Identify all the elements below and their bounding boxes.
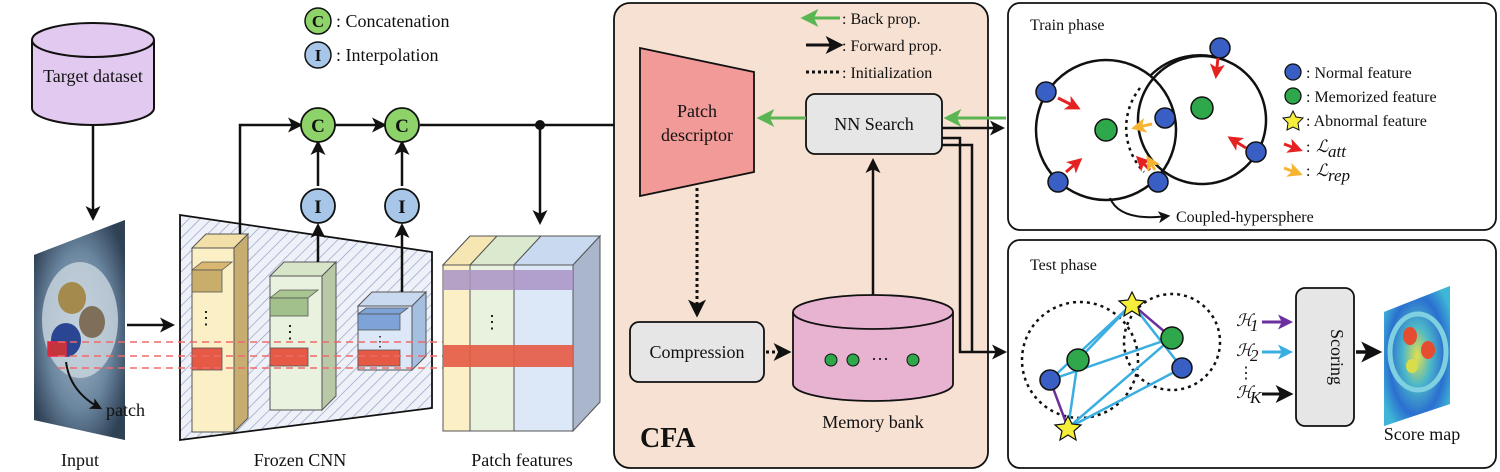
svg-text:NN Search: NN Search [834, 114, 913, 134]
svg-text:Patch: Patch [677, 101, 717, 121]
svg-text:ℋ: ℋ [1236, 341, 1256, 360]
svg-text:⋮: ⋮ [197, 308, 215, 328]
svg-text:C: C [395, 116, 409, 137]
svg-text:I: I [314, 197, 321, 218]
svg-text:: Abnormal feature: : Abnormal feature [1306, 113, 1427, 130]
svg-text:2: 2 [1250, 346, 1259, 365]
svg-text:Compression: Compression [649, 342, 744, 362]
legend-concatenation: C : Concatenation [304, 7, 449, 35]
nn-search-box: NN Search [805, 93, 943, 155]
svg-text:⋮: ⋮ [373, 335, 387, 350]
legend-forward-prop: : Forward prop. [806, 36, 942, 55]
test-hypersphere-graphic [1020, 290, 1222, 442]
svg-text:I: I [315, 46, 322, 65]
input-patch-highlight [47, 341, 67, 357]
memory-bank: ··· [792, 294, 954, 402]
test-phase-title: Test phase [1030, 257, 1097, 274]
svg-text:ℒ: ℒ [1316, 137, 1329, 156]
cnn-layer-1: ⋮ [190, 232, 250, 434]
legend-normal-feature: : Normal feature [1284, 63, 1412, 82]
svg-text:: Normal feature: : Normal feature [1306, 65, 1412, 82]
svg-text:att: att [1328, 142, 1347, 161]
h1-input: ℋ 1 [1236, 311, 1293, 335]
interp-node-1: I [300, 188, 336, 224]
target-dataset-label: Target dataset [43, 66, 143, 86]
cfa-title: CFA [640, 423, 696, 454]
junction-dot [535, 120, 545, 130]
train-phase-panel [1007, 2, 1497, 231]
compression-box: Compression [629, 321, 765, 383]
svg-text:: Concatenation: : Concatenation [336, 11, 449, 31]
score-map-label: Score map [1384, 424, 1460, 444]
svg-text:descriptor: descriptor [661, 125, 733, 145]
svg-text:: Interpolation: : Interpolation [336, 45, 438, 65]
svg-text:C: C [311, 116, 325, 137]
svg-text:I: I [398, 197, 405, 218]
coupled-hypersphere-label: Coupled-hypersphere [1176, 209, 1314, 226]
legend-loss-att: : ℒ att [1283, 137, 1347, 161]
nn-output-lines [942, 120, 1007, 360]
concat-node-1: C [300, 107, 336, 143]
legend-initialization: : Initialization [806, 65, 932, 82]
svg-text:···: ··· [871, 349, 889, 369]
input-label: Input [61, 450, 99, 470]
target-dataset: Target dataset [31, 22, 155, 126]
svg-text:C: C [312, 12, 324, 31]
svg-text:K: K [1249, 388, 1263, 407]
svg-text::: : [1306, 163, 1310, 180]
patch-features-block: ⋮ [441, 234, 602, 433]
patch-features-label: Patch features [471, 450, 572, 470]
svg-text:rep: rep [1328, 166, 1350, 185]
svg-text:: Initialization: : Initialization [842, 65, 932, 82]
svg-text::: : [1306, 139, 1310, 156]
legend-back-prop: : Back prop. [800, 9, 921, 28]
concat-node-2: C [384, 107, 420, 143]
score-map [1384, 286, 1450, 426]
svg-text:ℒ: ℒ [1316, 161, 1329, 180]
memory-bank-label: Memory bank [822, 412, 923, 432]
legend-abnormal-feature: : Abnormal feature [1281, 109, 1427, 131]
interp-node-2: I [384, 188, 420, 224]
svg-text:⋮: ⋮ [483, 312, 501, 332]
svg-text:ℋ: ℋ [1236, 383, 1256, 402]
svg-text:⋮: ⋮ [281, 322, 299, 342]
svg-text:: Memorized feature: : Memorized feature [1306, 89, 1437, 106]
input-image [34, 220, 125, 440]
svg-text:: Back prop.: : Back prop. [842, 11, 921, 28]
patch-descriptor: Patch descriptor [639, 46, 755, 198]
hk-input: ℋ K [1236, 383, 1294, 407]
train-phase-title: Train phase [1030, 17, 1105, 34]
legend-loss-rep: : ℒ rep [1283, 161, 1350, 185]
legend-interpolation: I : Interpolation [304, 41, 438, 69]
frozen-cnn-label: Frozen CNN [254, 450, 347, 470]
coupled-hypersphere-graphic [1034, 37, 1268, 224]
legend-memorized-feature: : Memorized feature [1284, 87, 1437, 106]
patch-label: patch [106, 400, 145, 420]
scoring-box: Scoring [1295, 287, 1355, 427]
cnn-layer-3: ⋮ [356, 290, 428, 372]
cnn-layer-2: ⋮ [268, 260, 338, 412]
h-vdots: ⋮ [1238, 365, 1254, 382]
patch-callout-arrow [65, 361, 103, 410]
svg-text:: Forward prop.: : Forward prop. [842, 38, 942, 55]
svg-text:1: 1 [1250, 316, 1259, 335]
feature-fusion-lines [238, 117, 639, 292]
svg-text:ℋ: ℋ [1236, 311, 1256, 330]
h2-input: ℋ 2 [1236, 341, 1293, 365]
svg-text:Scoring: Scoring [1327, 329, 1347, 385]
